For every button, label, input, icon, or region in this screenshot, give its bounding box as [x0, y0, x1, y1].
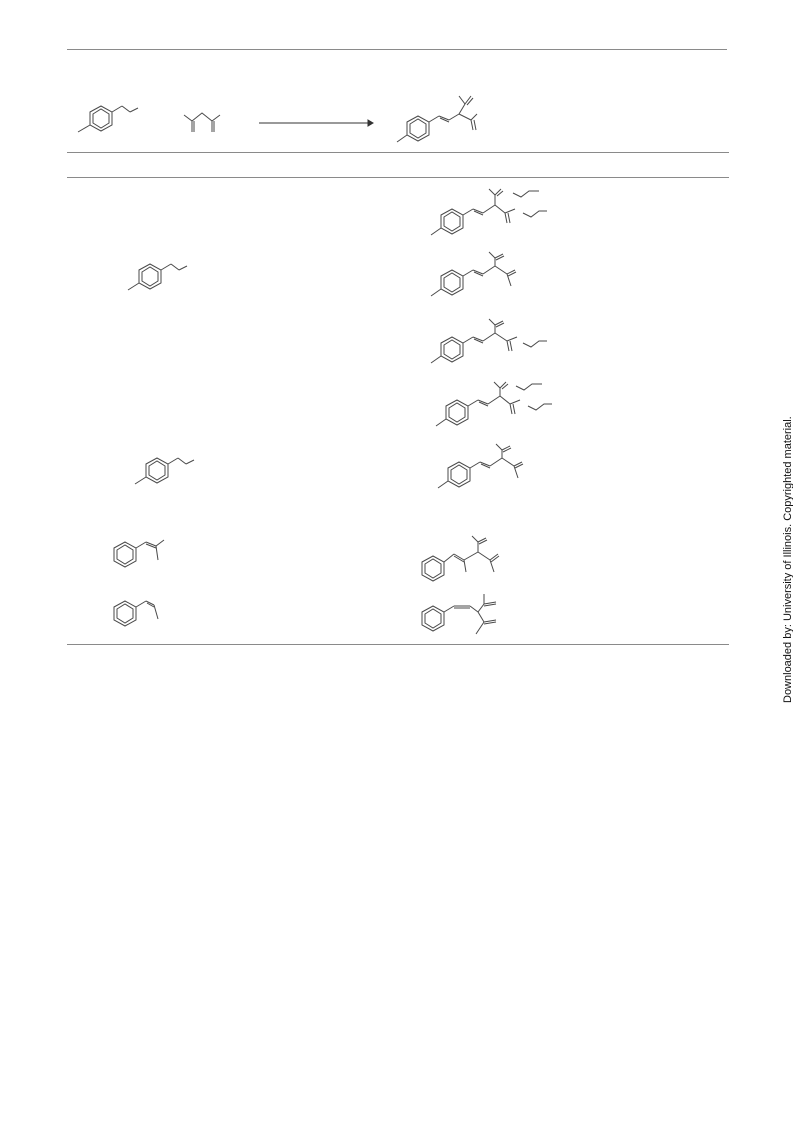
product-1-structure	[430, 188, 547, 236]
product-3-structure	[430, 318, 547, 364]
scheme-bottom-rule	[67, 152, 729, 153]
product-7-structure	[421, 594, 497, 635]
header-bottom-rule	[67, 177, 729, 178]
download-watermark-note: Downloaded by: University of Illinois. C…	[782, 416, 793, 703]
reactant-6-structure	[113, 539, 165, 568]
table-top-rule	[67, 49, 727, 50]
product-4-structure	[435, 381, 552, 427]
product-6-structure	[421, 535, 500, 582]
product-5-structure	[437, 443, 524, 489]
product-2-structure	[430, 251, 517, 297]
scheme-reactant-styrene-structure	[77, 105, 139, 133]
reactant-1-structure	[127, 263, 188, 291]
reactant-7-structure	[113, 600, 159, 627]
reaction-arrow	[259, 119, 374, 127]
reactant-5-structure	[134, 457, 195, 485]
scheme-reactant-dicarbonyl-structure	[183, 112, 221, 132]
scheme-product-structure	[396, 95, 478, 143]
table-bottom-rule	[67, 644, 729, 645]
